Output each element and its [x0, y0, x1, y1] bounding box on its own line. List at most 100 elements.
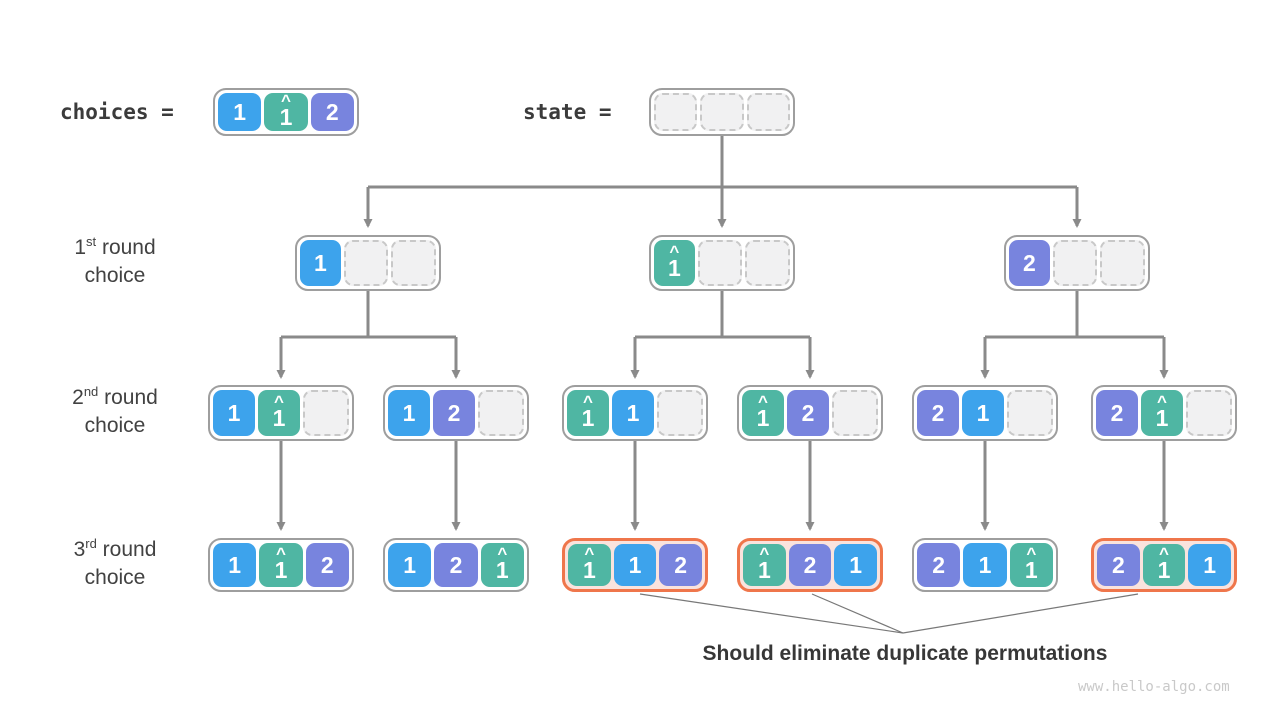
round1-box-2: ^1: [649, 235, 795, 291]
cell-empty: [1052, 240, 1098, 286]
cell-digit: 2: [325, 99, 339, 125]
cell-empty: [746, 93, 790, 131]
cell-1hat: ^1: [742, 390, 784, 436]
cell-2: 2: [1097, 544, 1140, 586]
cell-1: 1: [213, 390, 255, 436]
cell-1hat: ^1: [654, 240, 695, 286]
round2-suffix: nd: [83, 384, 99, 399]
cell-2: 2: [917, 543, 961, 587]
round1-box-1: 1: [295, 235, 441, 291]
hat-mark: ^: [584, 543, 595, 563]
cell-1hat: ^1: [1142, 543, 1186, 586]
cell-digit: 2: [449, 552, 463, 578]
cell-1hat: ^1: [1141, 390, 1183, 436]
round2-word: round: [98, 386, 158, 409]
cell-digit: 2: [447, 400, 461, 426]
cell-digit: 1: [228, 552, 242, 578]
cell-empty: [832, 390, 878, 436]
cell-digit: 2: [801, 400, 815, 426]
hat-mark: ^: [1157, 391, 1167, 411]
round1-word: round: [96, 236, 156, 259]
cell-2: 2: [659, 544, 703, 586]
cell-1hat: ^1: [259, 543, 303, 587]
hat-mark: ^: [1159, 543, 1169, 563]
round2-box-1: 1^1: [208, 385, 354, 441]
cell-digit: 1: [628, 552, 642, 578]
round2-label: 2nd round choice: [25, 384, 205, 440]
cell-1hat: ^1: [480, 543, 524, 587]
cell-digit: 2: [931, 400, 945, 426]
cell-2: 2: [1096, 390, 1138, 436]
cell-1hat: ^1: [567, 390, 609, 436]
round2-box-4: ^1 2: [737, 385, 883, 441]
cell-1hat: ^1: [1009, 543, 1053, 587]
cell-digit: 1: [757, 556, 771, 583]
cell-1: 1: [834, 544, 878, 586]
cell-empty: [1007, 390, 1053, 436]
cell-empty: [391, 240, 437, 286]
hat-mark: ^: [497, 543, 508, 563]
cell-1hat: ^1: [568, 544, 611, 586]
cell-empty: [745, 240, 791, 286]
round2-word2: choice: [84, 414, 146, 437]
cell-digit: 2: [320, 552, 334, 578]
duplicate-note: Should eliminate duplicate permutations: [702, 642, 1108, 665]
cell-digit: 1: [667, 254, 681, 281]
round3-word2: choice: [84, 566, 146, 589]
cell-digit: 1: [978, 552, 992, 578]
cell-digit: 1: [402, 400, 416, 426]
cell-1: 1: [612, 390, 654, 436]
cell-digit: 1: [495, 556, 509, 583]
cell-digit: 1: [313, 250, 327, 276]
state-box: [649, 88, 795, 136]
round1-label: 1st round choice: [25, 234, 205, 290]
cell-empty: [657, 390, 703, 436]
hat-mark: ^: [583, 391, 593, 411]
hat-mark: ^: [281, 90, 291, 110]
round1-word2: choice: [84, 264, 146, 287]
cell-1: 1: [962, 390, 1004, 436]
cell-digit: 2: [932, 552, 946, 578]
duplicate-callout-line-1: [639, 593, 904, 634]
cell-2: 2: [917, 390, 959, 436]
cell-empty: [700, 93, 744, 131]
cell-2: 2: [305, 543, 349, 587]
round1-box-3: 2: [1004, 235, 1150, 291]
cell-digit: 2: [674, 552, 688, 578]
round3-box-2: 1 2 ^1: [383, 538, 529, 592]
cell-digit: 2: [1111, 552, 1125, 578]
round1-ordinal: 1: [74, 236, 86, 259]
hat-mark: ^: [758, 391, 768, 411]
hat-mark: ^: [669, 241, 680, 261]
round3-label: 3rd round choice: [25, 536, 205, 592]
cell-empty: [343, 240, 389, 286]
cell-digit: 1: [582, 556, 596, 583]
cell-digit: 1: [756, 404, 770, 431]
cell-2: 2: [787, 390, 829, 436]
cell-empty: [654, 93, 698, 131]
cell-1: 1: [1188, 544, 1232, 586]
cell-digit: 1: [1024, 556, 1038, 583]
hat-mark: ^: [759, 543, 770, 563]
cell-digit: 1: [272, 404, 286, 431]
round2-box-6: 2^1: [1091, 385, 1237, 441]
cell-1hat: ^1: [258, 390, 300, 436]
cell-1: 1: [963, 543, 1007, 587]
cell-digit: 1: [233, 99, 247, 125]
cell-2: 2: [1009, 240, 1050, 286]
cell-empty: [697, 240, 743, 286]
cell-1: 1: [613, 544, 657, 586]
cell-digit: 1: [279, 103, 293, 130]
cell-2: 2: [433, 390, 475, 436]
cell-digit: 1: [976, 400, 990, 426]
round1-suffix: st: [86, 234, 97, 249]
round3-ordinal: 3: [73, 538, 86, 561]
